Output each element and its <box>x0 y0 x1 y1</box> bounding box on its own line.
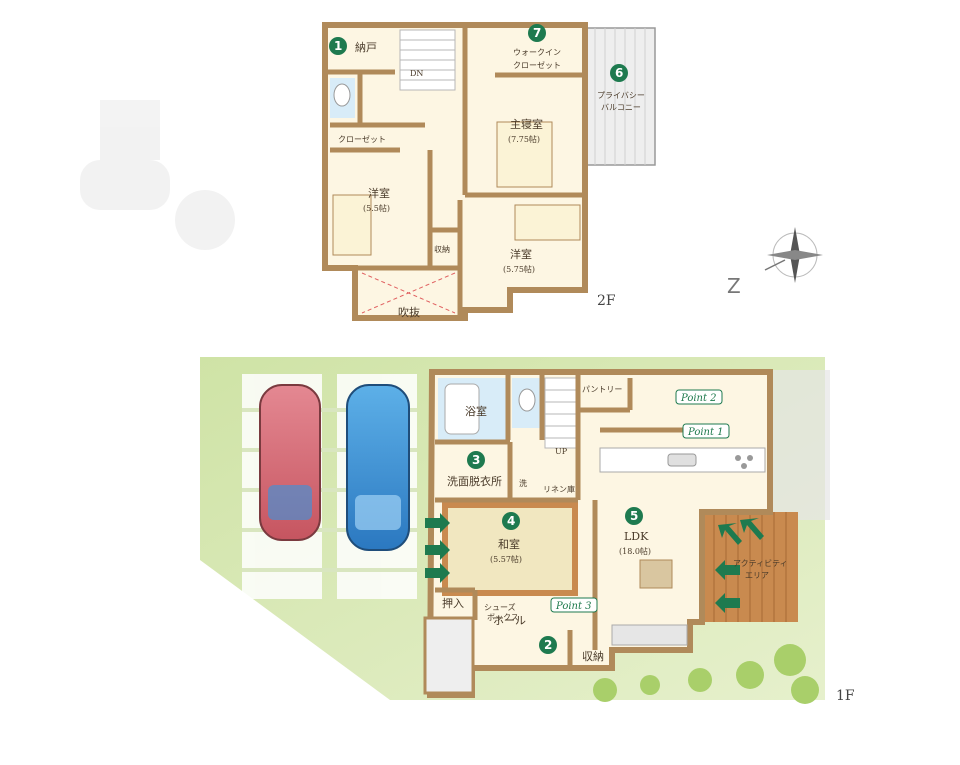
marker-1: 1 <box>329 37 347 55</box>
room-west: 洋室 <box>368 186 390 200</box>
upper-walls <box>325 28 585 318</box>
room-east: 洋室 <box>510 247 532 261</box>
point-badge-3: Point 3 <box>550 597 598 613</box>
upper-floor-outline <box>322 22 588 321</box>
stairs-up-label: UP <box>555 447 568 456</box>
floor-label-1f: 1F <box>836 688 855 704</box>
room-oshiire: 押入 <box>442 596 464 610</box>
sink-icon <box>667 453 697 467</box>
room-storage-upper: 収納 <box>434 244 450 254</box>
room-washitsu: 和室 <box>498 537 520 551</box>
marker-3: 3 <box>467 451 485 469</box>
tree-icon <box>593 644 819 704</box>
room-balcony-line2: バルコニー <box>601 103 641 112</box>
point-badge-2: Point 2 <box>675 389 723 405</box>
compass-icon: Z <box>727 227 823 298</box>
balcony-grid <box>594 28 646 165</box>
svg-text:7: 7 <box>533 26 541 40</box>
room-shoes-line1: シューズ <box>484 602 516 612</box>
room-master-size: (7.75帖) <box>508 134 540 144</box>
stair-icon <box>544 377 578 449</box>
room-walkin-line2: クローゼット <box>513 60 561 70</box>
room-bath: 浴室 <box>465 404 487 418</box>
stair-icon <box>399 29 456 91</box>
floor-label-2f: 2F <box>597 293 616 309</box>
room-activity-line1: アクティビティ <box>733 559 788 568</box>
room-washitsu-size: (5.57帖) <box>490 554 522 564</box>
car-icon <box>346 384 410 551</box>
marker-5: 5 <box>625 507 643 525</box>
car-icon <box>259 384 321 541</box>
room-washer: 洗 <box>519 478 527 488</box>
room-nando: 納戸 <box>355 41 377 54</box>
room-shoes-line2: ボックス <box>487 613 519 622</box>
void-cross <box>361 272 456 314</box>
point-badge-1: Point 1 <box>682 423 730 439</box>
room-east-size: (5.75帖) <box>503 264 535 274</box>
svg-text:5: 5 <box>630 509 638 523</box>
room-ldk-size: (18.0帖) <box>619 546 651 556</box>
entry-porch <box>423 616 475 695</box>
marker-7: 7 <box>528 24 546 42</box>
svg-text:Point 3: Point 3 <box>555 601 592 612</box>
room-pantry: パントリー <box>582 385 622 394</box>
svg-text:6: 6 <box>615 66 623 80</box>
svg-text:1: 1 <box>334 39 342 53</box>
toilet-icon <box>518 388 536 412</box>
room-ldk: LDK <box>624 530 649 543</box>
room-west-size: (5.5帖) <box>363 203 390 213</box>
bed-icon <box>514 204 581 241</box>
ground-floor: Point 2 Point 1 Point 3 浴室 パントリー 洗面脱衣所 洗… <box>200 357 855 704</box>
room-hall: ホール <box>493 614 526 627</box>
stairs-down-label: DN <box>410 69 423 78</box>
room-activity-line2: エリア <box>745 571 769 580</box>
marker-2: 2 <box>539 636 557 654</box>
svg-text:3: 3 <box>472 453 480 467</box>
ground-walls <box>435 375 705 668</box>
bed-icon <box>332 194 372 256</box>
room-walkin-line1: ウォークイン <box>513 48 561 57</box>
room-balcony-line1: プライバシー <box>597 91 645 100</box>
bed-icon <box>496 121 553 188</box>
svg-text:2: 2 <box>544 638 552 652</box>
background-decoration <box>80 100 235 250</box>
toilet-icon <box>333 83 351 107</box>
marker-4: 4 <box>502 512 520 530</box>
table-icon <box>639 559 673 589</box>
marker-6: 6 <box>610 64 628 82</box>
street <box>770 370 830 520</box>
svg-text:4: 4 <box>507 514 515 528</box>
room-linen: リネン庫 <box>543 484 575 494</box>
upper-floor: 納戸 クローゼット ウォークイン クローゼット プライバシー バルコニー 主寝室… <box>322 22 656 321</box>
room-washroom: 洗面脱衣所 <box>447 474 502 488</box>
svg-text:Point 2: Point 2 <box>680 393 717 404</box>
room-void: 吹抜 <box>398 305 420 319</box>
svg-text:Z: Z <box>727 274 741 298</box>
sofa-icon <box>611 624 688 646</box>
room-master: 主寝室 <box>510 117 543 131</box>
bathtub-icon <box>444 383 480 435</box>
balcony <box>584 27 656 166</box>
room-storage-ground: 収納 <box>582 650 604 663</box>
arrow-icon <box>425 513 764 613</box>
stove-icon <box>735 455 753 469</box>
svg-text:Point 1: Point 1 <box>687 427 724 438</box>
room-closet: クローゼット <box>338 134 386 144</box>
